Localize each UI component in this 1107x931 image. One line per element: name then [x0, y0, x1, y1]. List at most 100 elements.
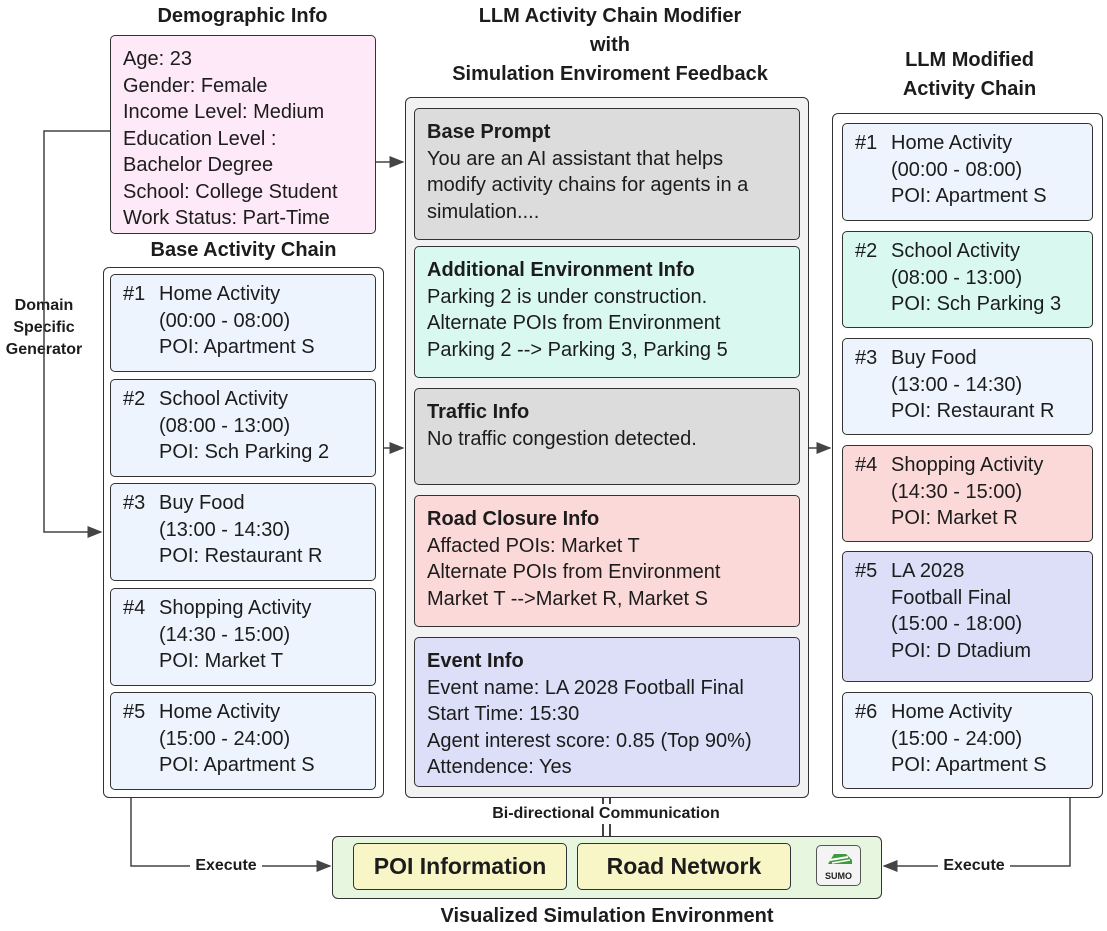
modifier-title-line3: Simulation Enviroment Feedback	[452, 63, 768, 85]
sim-env-title: Visualized Simulation Environment	[440, 905, 774, 927]
bidirectional-label: Bi-directional Communication	[476, 804, 736, 824]
activity-details: Shopping Activity (14:30 - 15:00) POI: Mar…	[159, 595, 311, 675]
modified-chain-title: LLM Modified Activity Chain	[832, 46, 1107, 104]
activity-line: POI: Apartment S	[159, 754, 315, 776]
modified-title-line1: LLM Modified	[905, 49, 1034, 71]
base-activity-card: #2 School Activity(08:00 - 13:00)POI: Sch…	[110, 379, 376, 477]
poi-information-button[interactable]: POI Information	[353, 843, 567, 890]
activity-line: (14:30 - 15:00)	[159, 623, 291, 646]
activity-line: POI: D Dtadium	[891, 639, 1032, 662]
demographic-line: Age: 23	[123, 48, 192, 70]
modified-title-line2: Activity Chain	[902, 78, 1037, 100]
modifier-title-line1: LLM Activity Chain Modifier	[478, 5, 742, 27]
activity-number: #1	[123, 283, 146, 305]
demographic-line: Bachelor Degree	[123, 154, 274, 176]
activity-line: Home Activity	[159, 701, 281, 723]
activity-line: Shopping Activity	[159, 597, 312, 619]
sumo-car-icon	[828, 854, 852, 864]
sumo-logo-text: SUMO	[825, 871, 852, 881]
modified-activity-card: #4 Shopping Activity(14:30 - 15:00)POI: M…	[842, 445, 1093, 542]
demographic-title: Demographic Info	[157, 5, 328, 27]
activity-line: Home Activity	[891, 701, 1013, 723]
activity-line: (15:00 - 18:00)	[891, 613, 1023, 635]
activity-line: (14:30 - 15:00)	[891, 480, 1023, 503]
activity-details: School Activity(08:00 - 13:00)POI: Sch P…	[159, 386, 329, 466]
modifier-section-line: Alternate POIs from Environment	[427, 561, 721, 583]
activity-number: #4	[855, 454, 878, 476]
activity-number: #6	[855, 701, 878, 723]
activity-line: Football Final	[891, 586, 1012, 609]
activity-details: Home Activity (00:00 - 08:00) POI: Apartme…	[159, 281, 315, 361]
activity-line: POI: Apartment S	[891, 754, 1047, 776]
activity-number: #2	[123, 388, 146, 410]
modifier-section-line: No traffic congestion detected.	[427, 427, 697, 450]
activity-line: (08:00 - 13:00)	[891, 266, 1023, 289]
modifier-title: LLM Activity Chain Modifier with Simulat…	[395, 2, 825, 89]
activity-number: #5	[123, 701, 146, 723]
activity-line: (00:00 - 08:00)	[891, 158, 1023, 181]
activity-line: LA 2028	[891, 560, 965, 582]
demographic-line: Education Level :	[123, 127, 277, 150]
modifier-section-line: Agent interest score: 0.85 (Top 90%)	[427, 729, 752, 752]
activity-line: School Activity	[159, 388, 288, 410]
base-activity-card: #4 Shopping Activity (14:30 - 15:00) POI: M…	[110, 588, 376, 686]
activity-line: POI: Market R	[891, 507, 1018, 529]
sumo-logo: SUMO	[816, 845, 861, 886]
modifier-section-line: Start Time: 15:30	[427, 703, 580, 725]
activity-number: #1	[855, 132, 878, 154]
activity-line: (15:00 - 24:00)	[891, 727, 1023, 750]
activity-details: Buy Food(13:00 - 14:30)POI: Restaurant R	[891, 345, 1054, 425]
modifier-section-heading: Road Closure Info	[427, 508, 600, 530]
modifier-section-text: Traffic Info No traffic congestion detect…	[427, 399, 697, 452]
activity-line: POI: Sch Parking 2	[159, 441, 330, 463]
modifier-section-line: You are an AI assistant that helps	[427, 147, 724, 170]
road-network-button[interactable]: Road Network	[577, 843, 791, 890]
execute-left-arrow	[130, 798, 332, 872]
activity-line: (00:00 - 08:00)	[159, 309, 291, 332]
modifier-section-line: Event name: LA 2028 Football Final	[427, 676, 744, 699]
activity-line: POI: Restaurant R	[159, 545, 323, 567]
activity-details: Home Activity (00:00 - 08:00) POI: Apartme…	[891, 130, 1047, 210]
activity-line: POI: Restaurant R	[891, 400, 1055, 422]
modifier-section-heading: Event Info	[427, 650, 524, 672]
activity-line: Home Activity	[159, 283, 281, 305]
execute-left-label: Execute	[190, 856, 262, 876]
modifier-section-heading: Base Prompt	[427, 121, 551, 143]
activity-number: #4	[123, 597, 146, 619]
activity-details: Shopping Activity(14:30 - 15:00)POI: Mar…	[891, 452, 1043, 532]
modifier-section-box: Traffic Info No traffic congestion detect…	[414, 388, 800, 485]
base-activity-card: #5 Home Activity (15:00 - 24:00) POI: Apart…	[110, 692, 376, 790]
modifier-section-heading: Traffic Info	[427, 401, 530, 423]
modified-activity-card: #6 Home Activity (15:00 - 24:00) POI: Apart…	[842, 692, 1093, 789]
activity-number: #5	[855, 560, 878, 582]
demographic-line: Work Status: Part-Time	[123, 207, 330, 229]
modifier-section-line: Alternate POIs from Environment	[427, 312, 721, 334]
demographic-line: Gender: Female	[123, 74, 268, 97]
activity-line: POI: Sch Parking 3	[891, 293, 1062, 315]
activity-line: POI: Apartment S	[891, 185, 1047, 207]
modifier-section-heading: Additional Environment Info	[427, 259, 695, 281]
activity-details: School Activity(08:00 - 13:00)POI: Sch P…	[891, 238, 1061, 318]
activity-line: POI: Apartment S	[159, 336, 315, 358]
activity-line: POI: Market T	[159, 650, 284, 672]
activity-line: Home Activity	[891, 132, 1013, 154]
activity-number: #3	[123, 492, 146, 514]
activity-line: (15:00 - 24:00)	[159, 727, 291, 750]
activity-line: Buy Food	[891, 347, 977, 369]
activity-details: Home Activity (15:00 - 24:00) POI: Apartme…	[159, 699, 315, 779]
modifier-title-line2: with	[590, 34, 630, 56]
